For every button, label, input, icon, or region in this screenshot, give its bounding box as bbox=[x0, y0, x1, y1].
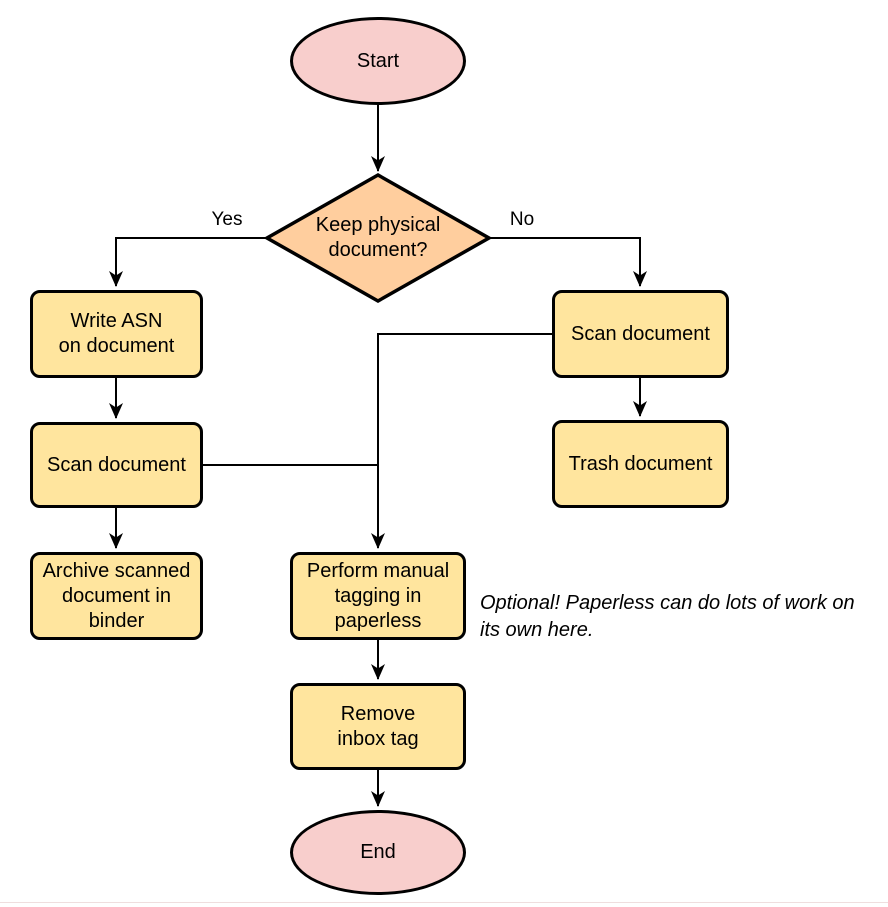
node-end: End bbox=[290, 810, 466, 895]
node-scan-right-label: Scan document bbox=[571, 322, 710, 345]
node-trash: Trash document bbox=[552, 420, 729, 508]
node-trash-label: Trash document bbox=[568, 452, 713, 475]
node-decision: Keep physical document? bbox=[266, 174, 490, 302]
node-scan-left-label: Scan document bbox=[47, 453, 186, 476]
edge-label-no: No bbox=[509, 209, 535, 230]
node-perform-tagging: Perform manual tagging in paperless bbox=[290, 552, 466, 640]
edge-scan-right-perform bbox=[371, 333, 552, 549]
decision-diamond-shape bbox=[263, 172, 493, 304]
node-archive: Archive scanned document in binder bbox=[30, 552, 203, 640]
node-scan-left: Scan document bbox=[30, 422, 203, 508]
node-scan-right: Scan document bbox=[552, 290, 729, 378]
node-perform-tagging-label: Perform manual tagging in paperless bbox=[306, 559, 450, 632]
canvas-bottom-edge bbox=[0, 902, 888, 903]
node-remove-inbox-tag-label: Remove inbox tag bbox=[337, 702, 419, 750]
node-archive-label: Archive scanned document in binder bbox=[42, 559, 191, 632]
edge-decision-scan-right bbox=[490, 237, 647, 287]
optional-note: Optional! Paperless can do lots of work … bbox=[480, 592, 855, 641]
node-end-label: End bbox=[360, 841, 396, 863]
node-write-asn-label: Write ASN on document bbox=[58, 310, 175, 357]
node-remove-inbox-tag: Remove inbox tag bbox=[290, 683, 466, 770]
edge-decision-write-asn bbox=[109, 237, 266, 287]
node-start-label: Start bbox=[356, 49, 400, 72]
edge-label-yes: Yes bbox=[211, 209, 243, 230]
node-write-asn: Write ASN on document bbox=[30, 290, 203, 378]
node-decision-label: Keep physical document? bbox=[315, 214, 441, 261]
node-start: Start bbox=[290, 17, 466, 105]
